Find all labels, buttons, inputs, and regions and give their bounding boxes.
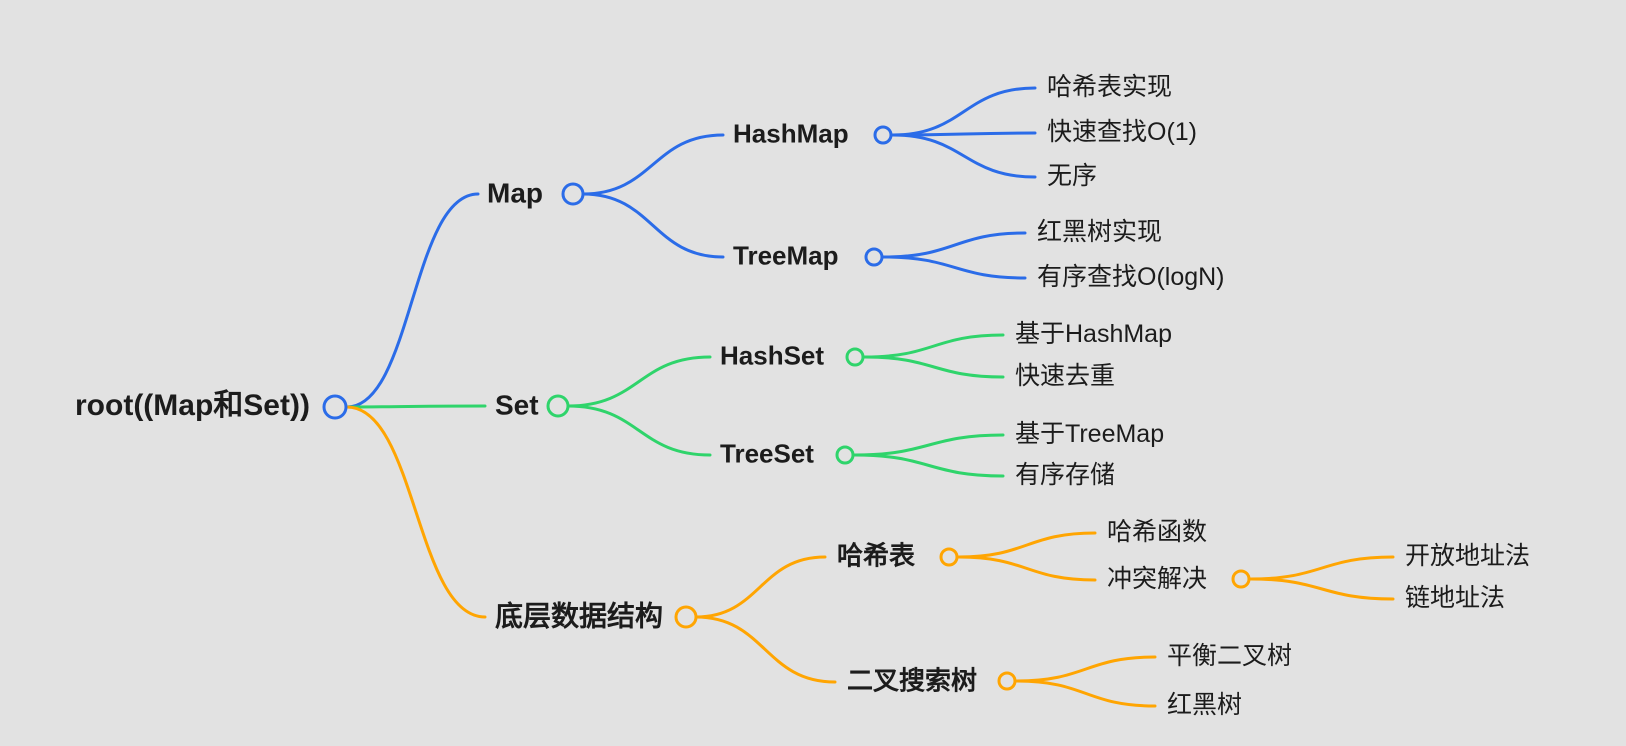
edge-structure-hashtable [694, 555, 827, 619]
edge-map-hashmap [581, 133, 725, 196]
leaf-balanced-bst[interactable]: 平衡二叉树 [1167, 642, 1293, 671]
node-conflict-resolution[interactable]: 冲突解决 [1107, 565, 1208, 594]
leaf-hashset-based[interactable]: 基于HashMap [1015, 320, 1172, 349]
node-structure[interactable]: 底层数据结构 [495, 600, 664, 632]
edge-treemap-leaf2 [882, 255, 1027, 280]
node-circle-conflict[interactable] [1231, 569, 1251, 589]
node-hashset[interactable]: HashSet [720, 340, 825, 371]
node-circle-hashtable[interactable] [939, 547, 959, 567]
edge-hashset-leaf1 [863, 333, 1005, 359]
leaf-treeset-based[interactable]: 基于TreeMap [1015, 420, 1165, 449]
edge-treeset-leaf2 [853, 453, 1005, 478]
node-root[interactable]: root((Map和Set)) [75, 389, 310, 423]
edge-hashmap-leaf1 [891, 86, 1037, 137]
edge-treemap-leaf1 [882, 231, 1027, 259]
leaf-treeset-ordered[interactable]: 有序存储 [1015, 461, 1116, 490]
node-circle-structure[interactable] [674, 605, 698, 629]
leaf-chaining[interactable]: 链地址法 [1405, 584, 1506, 613]
edge-bst-leaf1 [1015, 655, 1157, 683]
node-hashmap[interactable]: HashMap [733, 118, 849, 149]
node-circle-set[interactable] [546, 394, 570, 418]
edge-set-hashset [566, 355, 712, 408]
edge-set-treeset [566, 404, 712, 457]
node-circle-treemap[interactable] [864, 247, 884, 267]
edge-bst-leaf2 [1015, 679, 1157, 708]
node-circle-hashset[interactable] [845, 347, 865, 367]
leaf-hashmap-impl[interactable]: 哈希表实现 [1047, 73, 1173, 102]
edge-conflict-leaf1 [1249, 555, 1395, 581]
edge-conflict-leaf2 [1249, 577, 1395, 601]
leaf-treemap-lookup[interactable]: 有序查找O(logN) [1037, 263, 1225, 292]
node-bst[interactable]: 二叉搜索树 [847, 665, 978, 696]
edge-hashtable-leaf1 [957, 531, 1097, 559]
leaf-treemap-impl[interactable]: 红黑树实现 [1037, 218, 1163, 247]
edge-hashset-leaf2 [863, 355, 1005, 379]
leaf-hash-function[interactable]: 哈希函数 [1107, 518, 1208, 547]
edge-structure-bst [694, 615, 837, 684]
leaf-hashmap-lookup[interactable]: 快速查找O(1) [1047, 118, 1198, 147]
edge-map-treemap [581, 192, 725, 259]
node-circle-bst[interactable] [997, 671, 1017, 691]
node-map[interactable]: Map [487, 177, 543, 209]
leaf-hashset-dedup[interactable]: 快速去重 [1015, 362, 1116, 391]
edge-hashmap-leaf3 [891, 133, 1037, 179]
node-circle-treeset[interactable] [835, 445, 855, 465]
node-circle-map[interactable] [561, 182, 585, 206]
leaf-hashmap-unordered[interactable]: 无序 [1047, 162, 1098, 191]
edge-root-structure [345, 405, 487, 619]
node-hashtable[interactable]: 哈希表 [837, 540, 916, 571]
edge-root-map [345, 192, 480, 409]
leaf-red-black-tree[interactable]: 红黑树 [1167, 691, 1243, 720]
edge-hashtable-conflict [957, 555, 1097, 582]
edge-root-set [345, 404, 487, 409]
edge-treeset-leaf1 [853, 433, 1005, 457]
node-set[interactable]: Set [495, 389, 539, 421]
node-circle-root[interactable] [322, 394, 348, 420]
node-treemap[interactable]: TreeMap [733, 240, 839, 271]
node-treeset[interactable]: TreeSet [720, 438, 814, 469]
leaf-open-addressing[interactable]: 开放地址法 [1405, 542, 1531, 571]
node-circle-hashmap[interactable] [873, 125, 893, 145]
